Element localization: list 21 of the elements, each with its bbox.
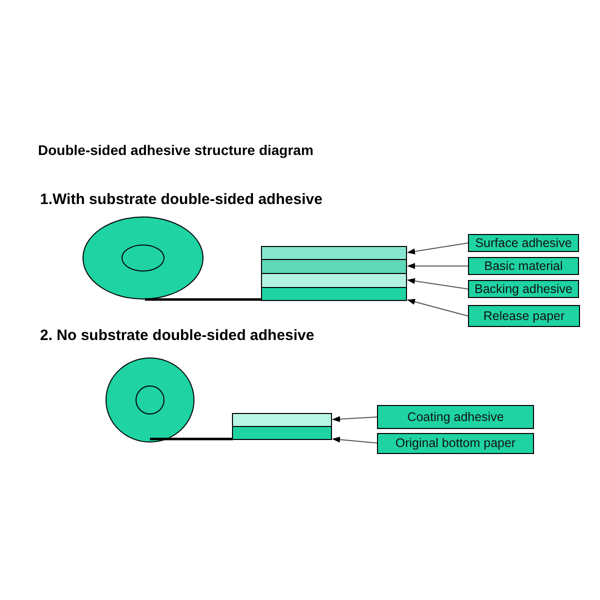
label-box: Original bottom paper <box>377 433 534 454</box>
label-box: Surface adhesive <box>468 234 579 252</box>
tape-layer <box>261 287 407 301</box>
label-box: Release paper <box>468 305 580 327</box>
tape-layer <box>232 426 332 440</box>
section-heading: 2. No substrate double-sided adhesive <box>40 326 314 346</box>
leader-arrow <box>407 278 468 290</box>
leader-arrow <box>407 242 468 254</box>
section-heading: 1.With substrate double-sided adhesive <box>40 190 322 210</box>
tape-layer <box>261 246 407 260</box>
diagram-title: Double-sided adhesive structure diagram <box>38 141 314 160</box>
tape-layer <box>232 413 332 427</box>
leader-arrow <box>407 298 468 316</box>
leader-arrow <box>332 436 378 444</box>
tape-layer <box>261 259 407 274</box>
leader-arrow <box>407 263 468 269</box>
label-box: Backing adhesive <box>468 280 579 298</box>
label-box: Basic material <box>468 257 579 275</box>
leader-arrow <box>332 416 378 422</box>
tape-layer <box>261 273 407 288</box>
label-box: Coating adhesive <box>377 405 534 429</box>
